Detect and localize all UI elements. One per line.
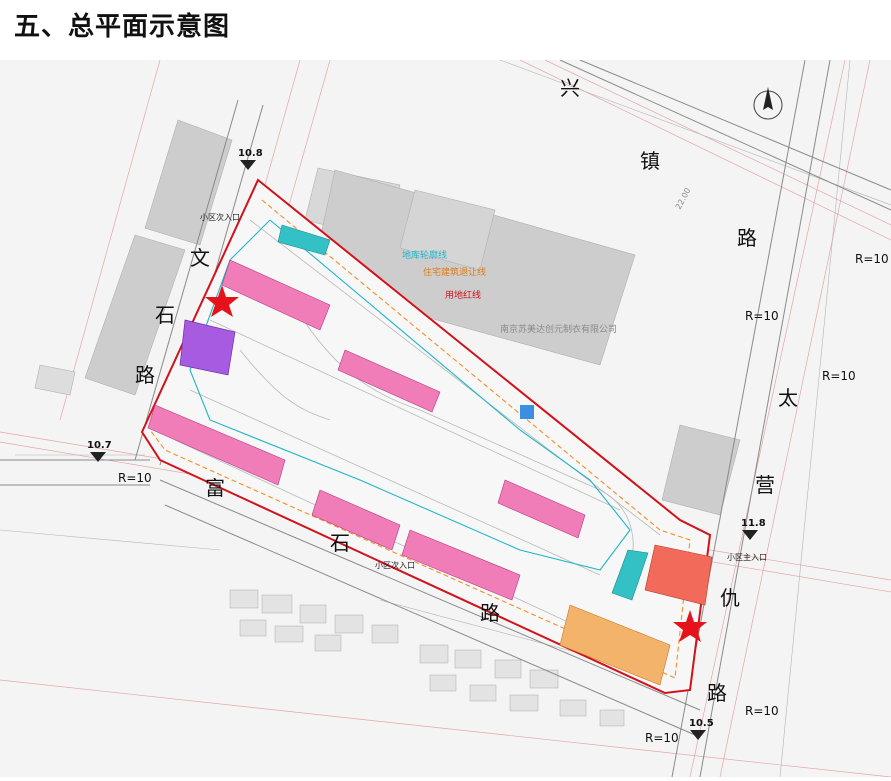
road-west-char-1: 文: [190, 246, 210, 270]
teal-ramp-north: [277, 224, 331, 256]
road-south-char-2: 石: [330, 531, 350, 555]
commercial-block: [179, 319, 236, 376]
neighbor-label: 南京苏美达创元制衣有限公司: [500, 323, 617, 335]
site-plan-svg: 10.8 10.7 11.8 10.5 兴 镇 路 文 石 路 富 石 路 太 …: [0, 59, 891, 778]
star-icon: [205, 285, 239, 317]
orange-block: [559, 604, 671, 686]
south-houses: [229, 589, 625, 727]
road-east-char-1: 太: [778, 386, 798, 410]
legend-setback: 住宅建筑退让线: [423, 266, 486, 278]
road-east-char-3: 仇: [720, 586, 740, 610]
svg-text:R=10: R=10: [645, 731, 679, 745]
svg-text:R=10: R=10: [745, 309, 779, 323]
road-south-char-1: 富: [205, 476, 225, 500]
elevation-markers: 10.8 10.7 11.8 10.5: [87, 148, 766, 740]
teal-ramp-east: [611, 549, 649, 601]
residential-buildings: [147, 259, 586, 601]
road-names: 兴 镇 路 文 石 路 富 石 路 太 营 仇 路: [135, 76, 798, 705]
svg-text:小区次入口: 小区次入口: [200, 212, 240, 222]
road-north-char-1: 兴: [560, 76, 580, 100]
svg-text:小区次入口: 小区次入口: [375, 560, 415, 570]
legend-redline: 用地红线: [445, 289, 481, 301]
page-title: 五、总平面示意图: [14, 12, 231, 42]
svg-text:10.5: 10.5: [689, 718, 714, 729]
svg-text:11.8: 11.8: [741, 518, 766, 529]
road-west-char-3: 路: [135, 363, 155, 387]
road-south-char-3: 路: [480, 601, 500, 625]
svg-text:R=10: R=10: [745, 704, 779, 718]
setback-line: [149, 199, 691, 679]
legend-underground: 地库轮廓线: [402, 249, 447, 261]
neighbor-buildings: [34, 119, 741, 516]
svg-text:小区主入口: 小区主入口: [727, 552, 767, 562]
svg-text:R=10: R=10: [118, 471, 152, 485]
radius-labels: R=10 R=10 R=10 R=10 R=10 R=10: [118, 252, 889, 745]
road-east-char-4: 路: [707, 681, 727, 705]
plan-legend: 地库轮廓线 住宅建筑退让线 用地红线: [402, 249, 486, 301]
site-plan: 10.8 10.7 11.8 10.5 兴 镇 路 文 石 路 富 石 路 太 …: [0, 59, 891, 778]
site-redline: [140, 178, 712, 695]
entrance-labels: 小区次入口 小区次入口 小区主入口: [200, 212, 767, 570]
svg-text:R=10: R=10: [855, 252, 889, 266]
north-arrow-icon: [753, 87, 783, 120]
coral-block: [644, 544, 713, 606]
road-north-char-3: 路: [737, 226, 757, 250]
blue-box: [520, 405, 534, 419]
svg-text:10.7: 10.7: [87, 440, 112, 451]
road-east-char-2: 营: [755, 473, 775, 497]
star-icon: [673, 610, 707, 642]
svg-text:10.8: 10.8: [238, 148, 263, 159]
road-north-char-2: 镇: [640, 149, 660, 173]
road-west-char-2: 石: [155, 303, 175, 327]
svg-text:R=10: R=10: [822, 369, 856, 383]
